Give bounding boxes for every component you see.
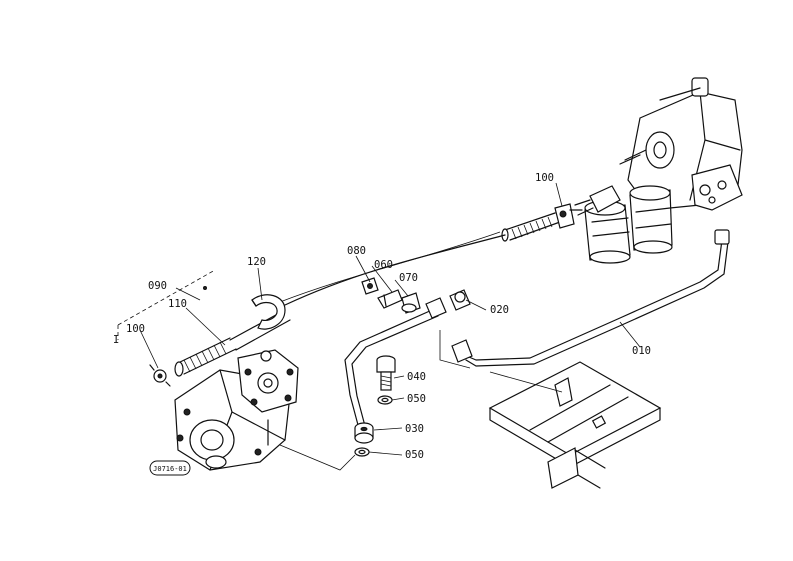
label-050-lower: 050 [405, 449, 424, 461]
cushion-070 [401, 292, 421, 314]
label-110: 110 [168, 298, 187, 310]
figure-code-badge: J0716-01 [149, 460, 191, 476]
return-pipe-020 [344, 289, 471, 427]
label-090: 090 [148, 280, 167, 292]
label-070: 070 [399, 272, 418, 284]
banjo-union-030 [354, 422, 374, 444]
label-010: 010 [632, 345, 651, 357]
label-020: 020 [490, 304, 509, 316]
label-100-upper: 100 [535, 172, 554, 184]
bolt-080 [361, 277, 379, 295]
pipe-090-edge [235, 319, 291, 351]
washer-050-lower [354, 447, 370, 457]
washer-050-upper [377, 395, 393, 405]
steering-gearbox [174, 349, 299, 471]
assembly-outline [117, 269, 216, 340]
figure-code: J0716-01 [153, 465, 187, 473]
hose-clamp-100-lower [149, 364, 171, 387]
label-040: 040 [407, 371, 426, 383]
label-030: 030 [405, 423, 424, 435]
label-050-upper: 050 [407, 393, 426, 405]
label-120: 120 [247, 256, 266, 268]
banjo-bolt-040 [376, 355, 396, 391]
hose-line-connector-inner [279, 231, 501, 303]
label-100-lower: 100 [126, 323, 145, 335]
hose-line-connector [284, 234, 506, 306]
pressure-pipe-010 [451, 229, 730, 367]
clip-060 [377, 289, 403, 309]
reference-dot [203, 286, 207, 290]
label-060: 060 [374, 259, 393, 271]
steering-pump-assembly [574, 77, 743, 264]
label-marker-i: I [113, 334, 119, 346]
label-080: 080 [347, 245, 366, 257]
leader-lines [139, 182, 641, 471]
frame-bracket [488, 361, 662, 489]
suction-hose-upper [501, 203, 583, 242]
hose-clamp-120 [251, 294, 286, 330]
suction-hose-110 [174, 337, 237, 377]
